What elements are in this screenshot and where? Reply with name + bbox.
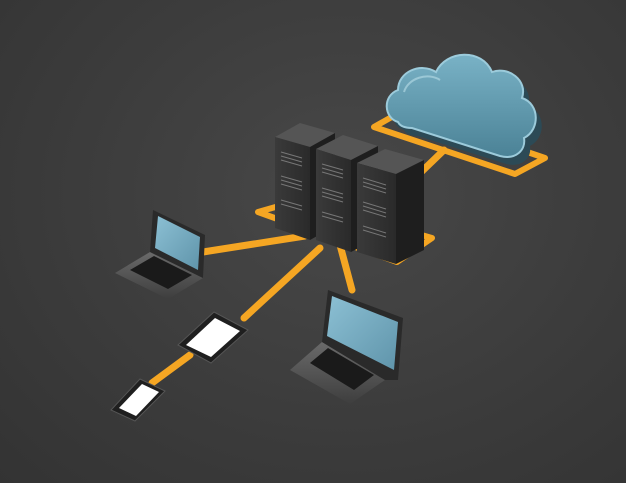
server-icon — [275, 123, 424, 264]
connector-servers-laptop-front — [336, 241, 356, 294]
connector-servers-tablet — [240, 244, 324, 322]
laptop-icon — [290, 290, 403, 404]
server-rack-3 — [357, 149, 424, 264]
laptop-icon — [115, 210, 205, 299]
smartphone-icon — [110, 378, 166, 422]
tablet-icon — [177, 311, 249, 364]
connector-servers-laptop-left — [199, 232, 309, 256]
cloud-icon — [385, 53, 542, 165]
connector-tablet-phone — [148, 351, 194, 387]
